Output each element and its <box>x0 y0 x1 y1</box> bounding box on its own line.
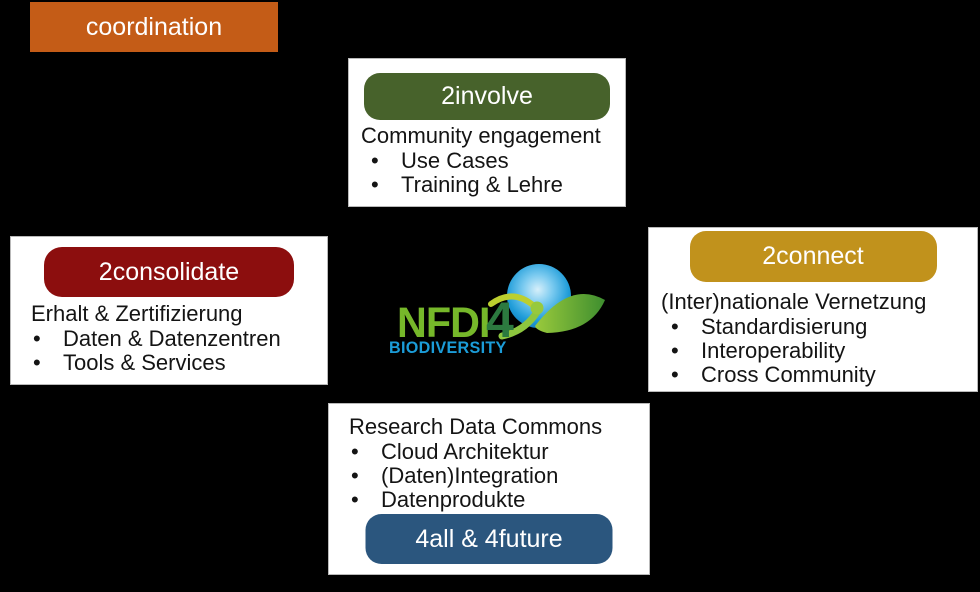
pill-4all-4future: 4all & 4future <box>365 514 613 564</box>
bullet-item: (Daten)Integration <box>329 464 649 489</box>
coordination-label: coordination <box>85 12 223 41</box>
bullet-item: Daten & Datenzentren <box>11 327 327 352</box>
card-2involve-heading: Community engagement <box>361 123 601 148</box>
card-rdc-heading: Research Data Commons <box>349 414 603 439</box>
bullet-item: Tools & Services <box>11 351 327 376</box>
pill-2connect: 2connect <box>689 231 937 282</box>
coordination-bar: coordination <box>30 2 278 52</box>
card-rdc-bullets: Cloud Architektur(Daten)IntegrationDaten… <box>329 440 649 513</box>
logo-text-4: 4 <box>486 292 514 348</box>
pill-2consolidate: 2consolidate <box>44 247 294 297</box>
logo-globe-leaf-icon <box>488 264 605 340</box>
bullet-item: Training & Lehre <box>349 173 625 198</box>
card-2connect-heading: (Inter)nationale Vernetzung <box>661 289 927 314</box>
card-2consolidate-heading: Erhalt & Zertifizierung <box>31 301 243 326</box>
card-2consolidate: 2consolidate Erhalt & Zertifizierung Dat… <box>10 236 328 385</box>
bullet-item: Cross Community <box>649 363 977 388</box>
card-2involve-bullets: Use CasesTraining & Lehre <box>349 149 625 198</box>
card-2involve: 2involve Community engagement Use CasesT… <box>348 58 626 207</box>
bullet-item: Use Cases <box>349 149 625 174</box>
bullet-item: Cloud Architektur <box>329 440 649 465</box>
card-2connect: 2connect (Inter)nationale Vernetzung Sta… <box>648 227 978 392</box>
logo-text-nfdi: NFDI <box>397 299 490 347</box>
bullet-item: Datenprodukte <box>329 488 649 513</box>
card-2consolidate-bullets: Daten & DatenzentrenTools & Services <box>11 327 327 376</box>
bullet-item: Interoperability <box>649 339 977 364</box>
nfdi4biodiversity-logo: NFDI 4 BIODIVERSITY <box>385 262 615 362</box>
logo-text-biodiversity: BIODIVERSITY <box>389 339 507 357</box>
card-research-data-commons: Research Data Commons Cloud Architektur(… <box>328 403 650 575</box>
card-2connect-bullets: StandardisierungInteroperabilityCross Co… <box>649 315 977 388</box>
pill-2involve: 2involve <box>364 73 610 120</box>
bullet-item: Standardisierung <box>649 315 977 340</box>
